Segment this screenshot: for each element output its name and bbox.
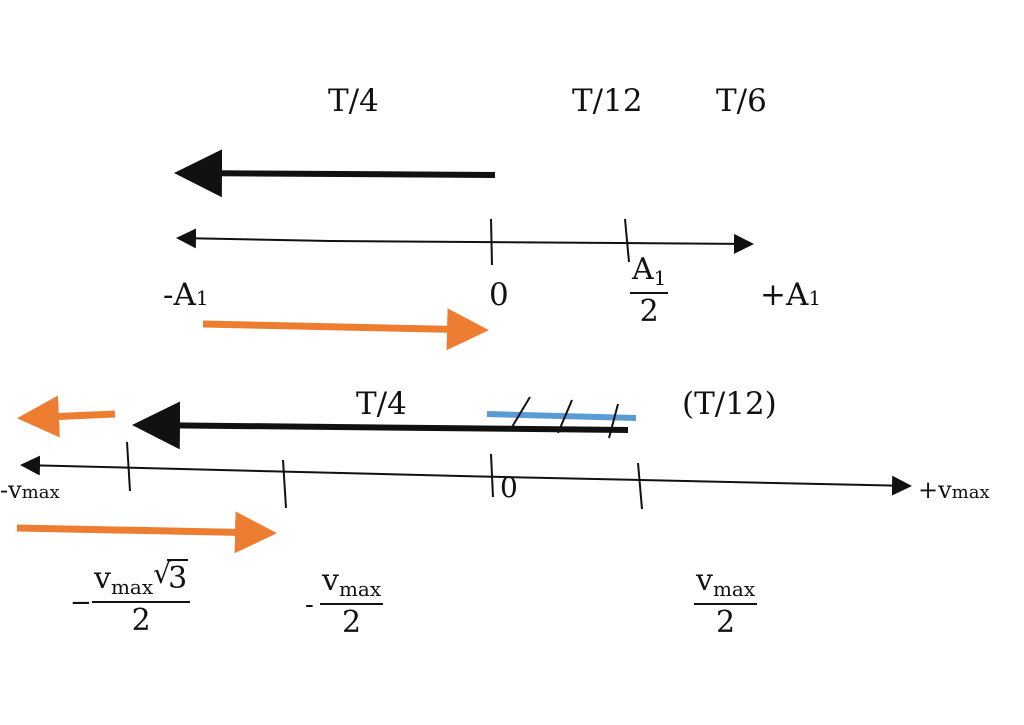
top-thick-black-arrow	[174, 149, 496, 198]
bottom-velocity-axis-right	[459, 475, 912, 496]
bottom-tick-neg-sqrt3	[126, 441, 131, 492]
bottom-velocity-axis-left	[20, 455, 461, 477]
neg-half-sign: -	[305, 590, 314, 620]
top-orange-arrow	[202, 308, 489, 351]
neg-sqrt3-fraction: vmax√3 2	[92, 557, 191, 637]
bottom-blue-segment	[486, 411, 637, 421]
half-amplitude-fraction: A1 2	[630, 252, 669, 329]
top-axis-right-label: +A1	[760, 277, 822, 313]
bottom-lower-orange-arrow	[16, 511, 277, 554]
bottom-tick-zero	[490, 453, 494, 498]
top-position-axis-right	[329, 233, 754, 254]
blue-hatch-2	[557, 399, 573, 434]
top-axis-zero-label: 0	[489, 277, 509, 313]
neg-sqrt3-sign: −	[70, 588, 92, 618]
bottom-time-label-t4: T/4	[356, 386, 407, 422]
bottom-left-orange-arrow	[17, 395, 116, 438]
top-tick-zero	[490, 218, 493, 266]
top-time-label-t4: T/4	[328, 83, 379, 119]
bottom-axis-left-label: -vmax	[0, 476, 60, 504]
neg-half-fraction: vmax 2	[320, 563, 384, 640]
pos-half-fraction: vmax 2	[694, 563, 758, 640]
bottom-tick-neg-half	[282, 459, 287, 509]
blue-hatch-1	[511, 396, 531, 428]
bottom-axis-zero-label: 0	[500, 471, 518, 504]
bottom-time-label-t12: (T/12)	[682, 386, 777, 422]
sqrt-symbol: √3	[153, 557, 189, 596]
blue-hatch-3	[608, 403, 619, 439]
bottom-tick-pos-half	[637, 462, 643, 510]
top-position-axis-left	[176, 228, 331, 249]
top-time-label-t12: T/12	[572, 83, 643, 119]
bottom-axis-right-label: +vmax	[918, 476, 990, 504]
top-tick-half-amplitude	[624, 218, 630, 263]
top-axis-left-label: -A1	[163, 277, 209, 313]
bottom-thick-black-arrow	[132, 401, 629, 450]
top-time-label-t6: T/6	[716, 83, 767, 119]
